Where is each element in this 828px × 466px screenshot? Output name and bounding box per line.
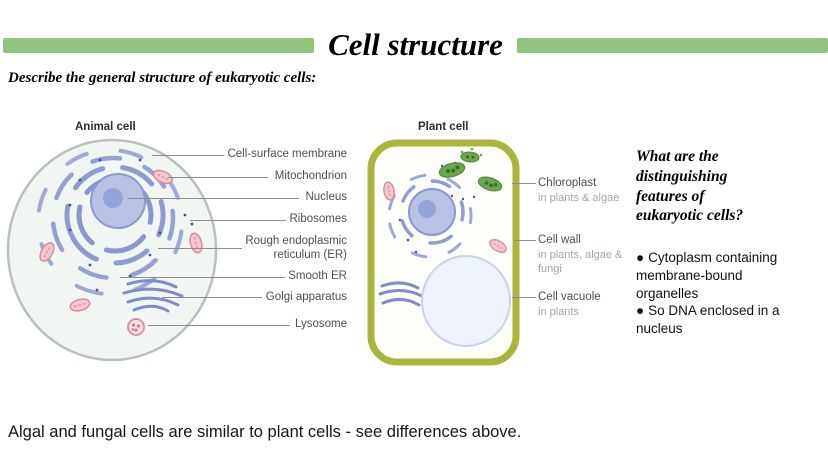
label-smooth-er: Smooth ER — [288, 270, 347, 282]
title-bar-left-accent — [3, 37, 315, 53]
plant-ribosome-dots — [398, 161, 476, 254]
animal-cell-shape — [6, 138, 218, 362]
bullet-list: ●Cytoplasm containing membrane-bound org… — [636, 249, 804, 338]
label-mitochondrion: Mitochondrion — [274, 170, 347, 182]
bullet-marker: ● — [636, 250, 645, 265]
note-cell-vacuole: in plants — [538, 306, 579, 318]
label-chloroplast: Chloroplast — [538, 177, 597, 189]
question-text: What are the distinguishing features of … — [636, 148, 744, 225]
plant-mitochondrion-shape — [383, 181, 507, 253]
animal-cell-heading: Animal cell — [75, 121, 136, 133]
mitochondrion-shape — [39, 169, 203, 312]
plant-golgi-shape — [378, 281, 424, 307]
plant-speckles — [460, 147, 483, 157]
label-ribosomes: Ribosomes — [289, 213, 347, 225]
page-title: Cell structure — [328, 27, 503, 62]
note-chloroplast: in plants & algae — [538, 192, 620, 204]
lysosome-shape — [127, 318, 145, 336]
label-lysosome: Lysosome — [295, 318, 347, 330]
title-bar: Cell structure — [0, 26, 828, 64]
label-rough-er: Rough endoplasmic reticulum (ER) — [245, 235, 347, 261]
label-cell-vacuole: Cell vacuole — [538, 291, 601, 303]
nucleus-shape — [90, 173, 146, 229]
bullet-item: ●Cytoplasm containing membrane-bound org… — [636, 249, 804, 302]
bullet-marker: ● — [636, 303, 645, 319]
bullet-item: ●So DNA enclosed in a nucleus — [636, 302, 804, 338]
label-cell-surface-membrane: Cell-surface membrane — [227, 148, 347, 160]
label-cell-wall: Cell wall — [538, 234, 581, 246]
plant-er-shape — [387, 173, 473, 259]
leader-lines — [120, 155, 536, 326]
subtitle: Describe the general structure of eukary… — [8, 70, 317, 86]
label-nucleus: Nucleus — [305, 191, 347, 203]
golgi-apparatus-shape — [122, 279, 184, 313]
chloroplast-shape — [438, 151, 503, 192]
plant-cell-heading: Plant cell — [418, 121, 469, 133]
vacuole-shape — [421, 255, 511, 347]
bullet-text: So DNA enclosed in a nucleus — [636, 303, 780, 337]
label-golgi-apparatus: Golgi apparatus — [265, 291, 347, 303]
bullet-text: Cytoplasm containing membrane-bound orga… — [636, 250, 778, 301]
plant-cell-shape — [367, 139, 520, 366]
note-cell-wall: in plants, algae & fungi — [538, 249, 623, 275]
plant-nucleus-shape — [408, 188, 456, 236]
footer-note: Algal and fungal cells are similar to pl… — [8, 423, 522, 441]
title-bar-right-accent — [516, 37, 828, 53]
